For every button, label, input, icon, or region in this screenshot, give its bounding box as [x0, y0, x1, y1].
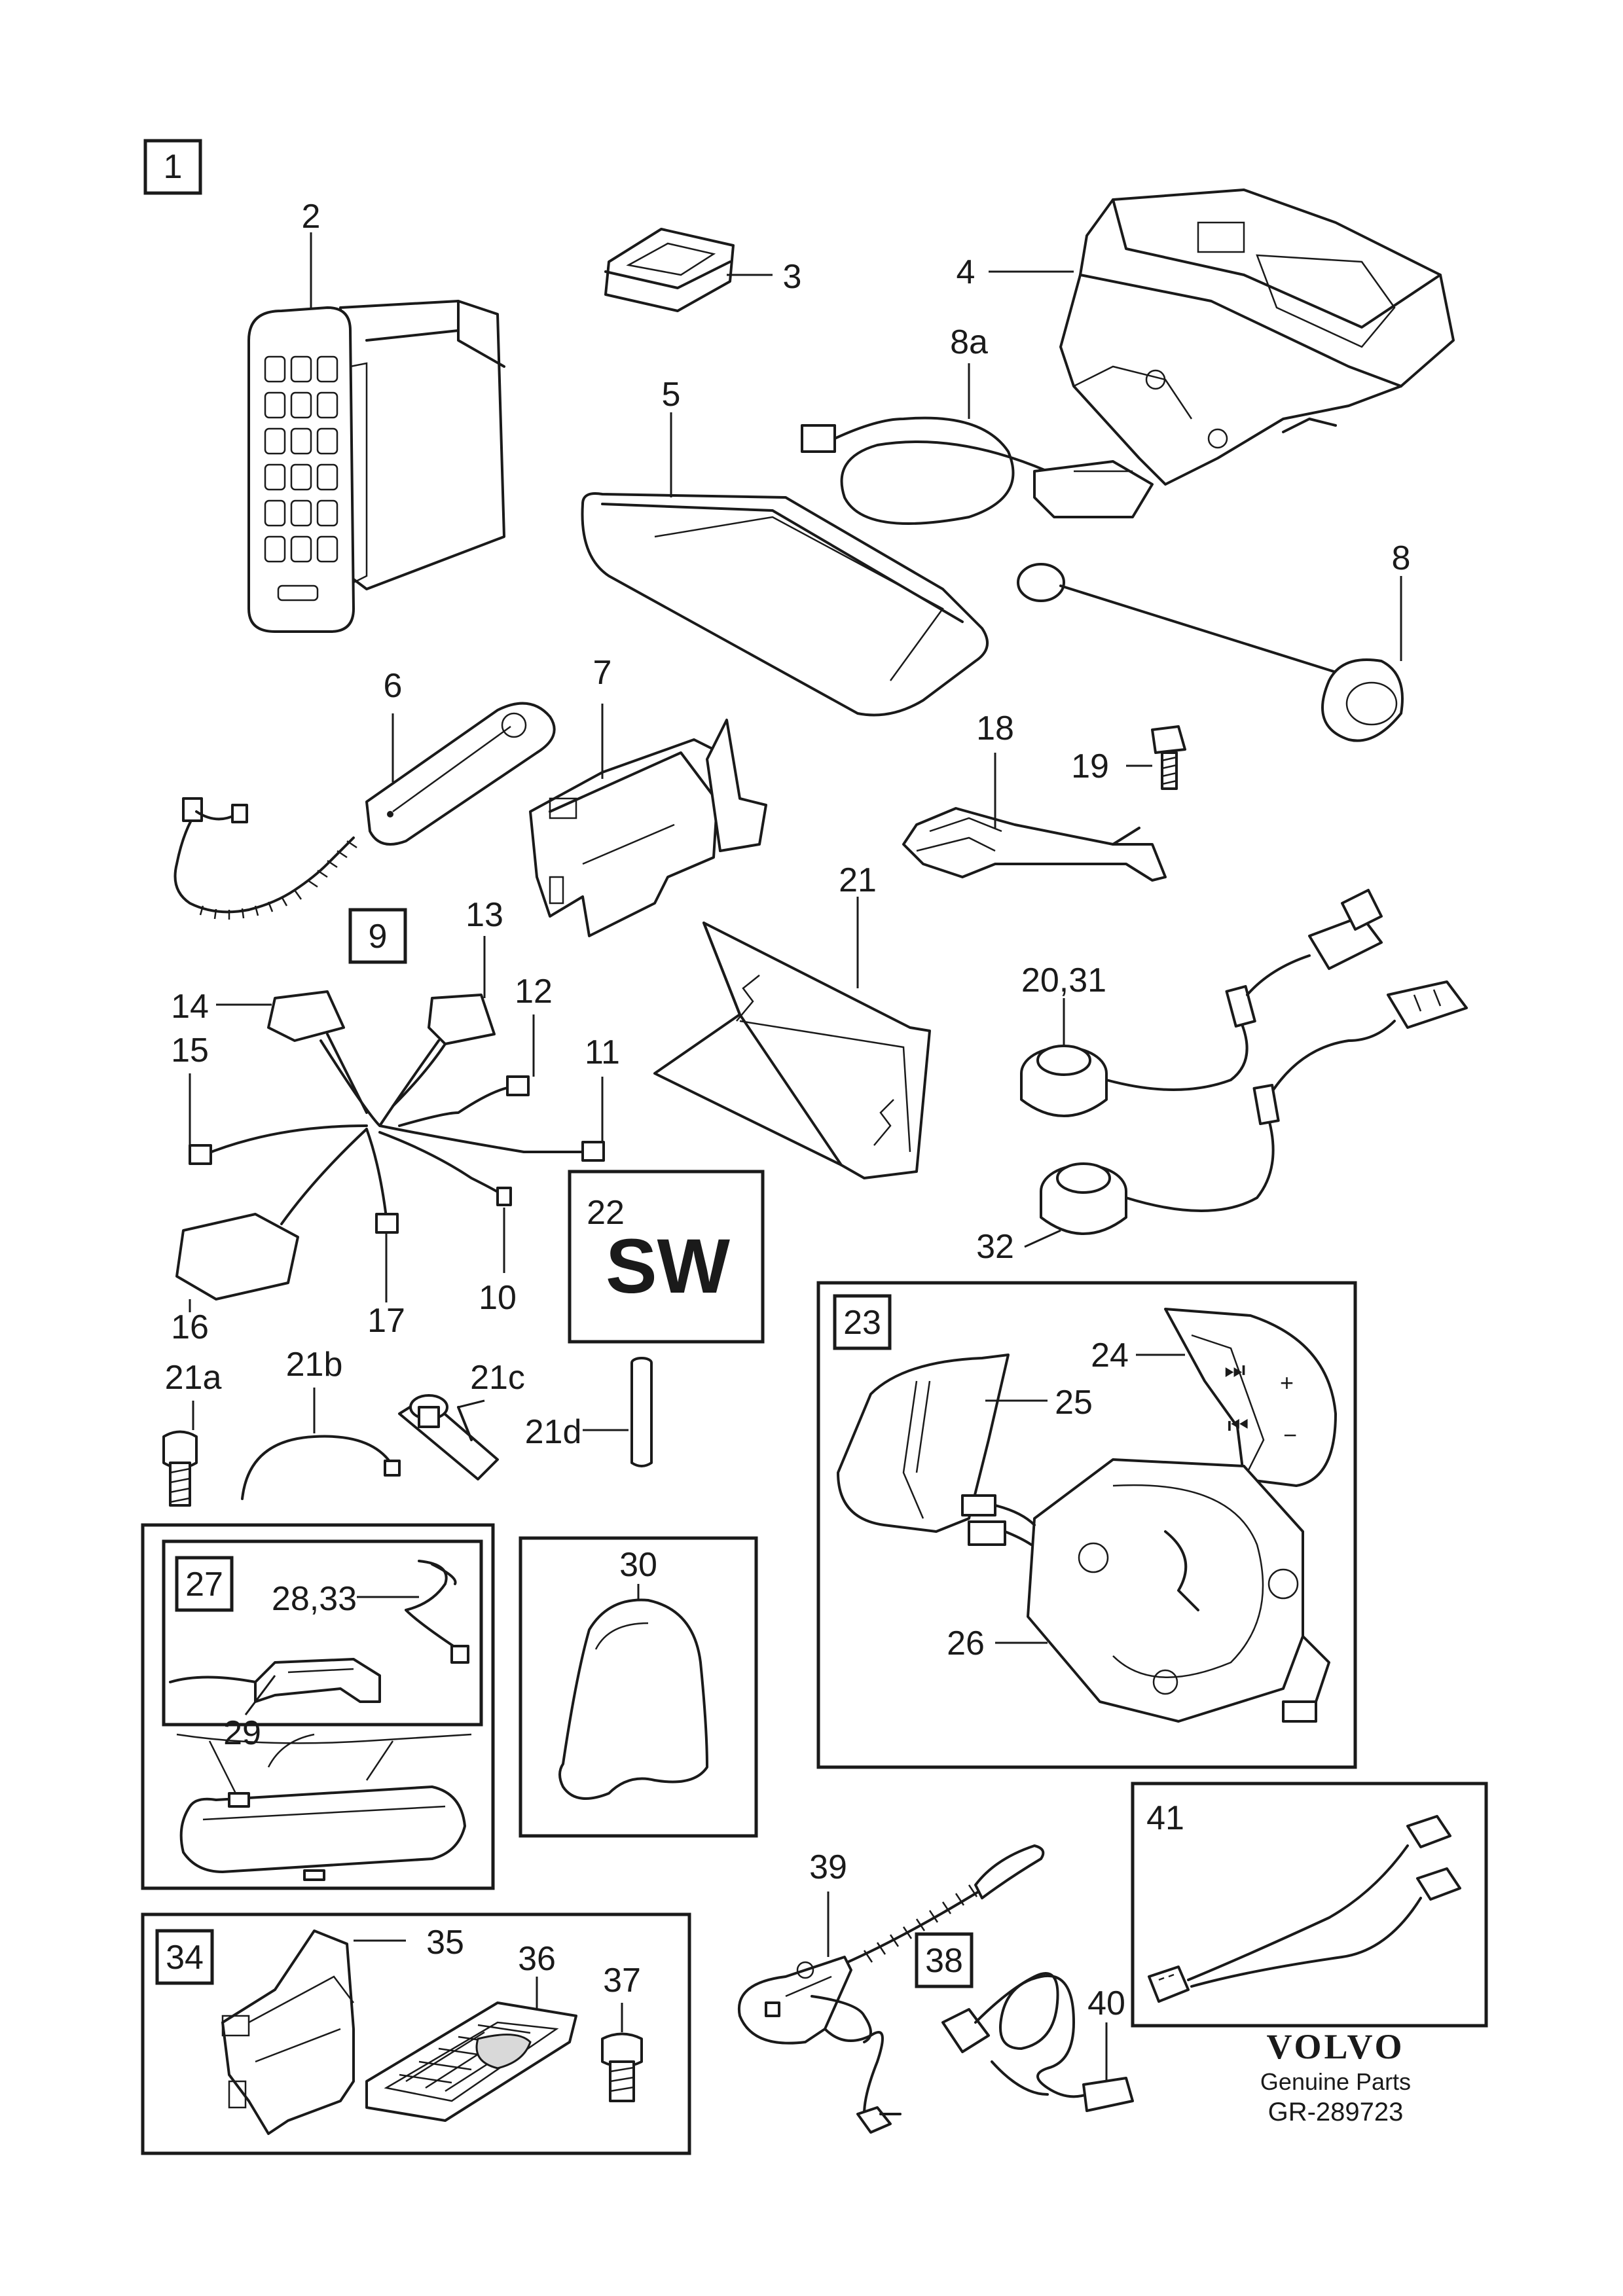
callout-3: 3: [783, 258, 802, 296]
part-7-bracket: [529, 719, 767, 937]
callout-37: 37: [603, 1962, 641, 2000]
callout-29: 29: [223, 1714, 261, 1752]
part-21-cover: [653, 922, 931, 1179]
part-21b-clip: [241, 1435, 401, 1500]
sw-badge: SW: [606, 1223, 731, 1310]
callout-30: 30: [619, 1546, 657, 1584]
part-6-handset: [173, 702, 556, 920]
part-21c-holder: [398, 1394, 499, 1480]
callout-41: 41: [1146, 1799, 1184, 1837]
callout-20-31: 20,31: [1021, 961, 1106, 999]
callout-11: 11: [585, 1033, 620, 1071]
callout-18: 18: [976, 709, 1014, 747]
callout-12: 12: [515, 973, 553, 1011]
next-track-glyph: ⏭: [1224, 1356, 1245, 1383]
part-32-speaker: [1040, 980, 1468, 1235]
callout-21b: 21b: [286, 1346, 343, 1384]
callout-17: 17: [367, 1302, 405, 1340]
cap-group-30: [519, 1536, 758, 1838]
part-20-31-speaker: [1020, 889, 1383, 1117]
callout-21a: 21a: [165, 1359, 222, 1397]
callout-15: 15: [171, 1031, 209, 1069]
callout-21c: 21c: [470, 1359, 525, 1397]
callout-box-9: 9: [348, 908, 407, 964]
part-18-wire-bracket: [902, 807, 1167, 882]
callout-39: 39: [809, 1848, 847, 1886]
part-40-cable: [941, 1972, 1134, 2112]
part-8a-cable: [801, 416, 1154, 525]
part-3-sim-tray: [604, 228, 735, 312]
part-39-antenna: [737, 1844, 1045, 2134]
callout-5: 5: [662, 376, 681, 414]
callout-25: 25: [1055, 1384, 1093, 1422]
callout-21: 21: [839, 861, 877, 899]
part-4-tray-holder: [1059, 188, 1455, 486]
callout-23: 23: [843, 1304, 881, 1342]
brand-block: VOLVO Genuine Parts GR-289723: [1260, 2027, 1411, 2126]
callout-24: 24: [1091, 1336, 1129, 1374]
callout-7: 7: [593, 654, 612, 692]
callout-26: 26: [947, 1624, 985, 1662]
callout-9: 9: [369, 918, 388, 956]
callout-27: 27: [185, 1566, 223, 1604]
harness-wiring: [175, 990, 605, 1300]
callout-8: 8: [1392, 539, 1411, 577]
prev-track-glyph: ⏮: [1228, 1412, 1249, 1439]
callout-21d: 21d: [525, 1413, 582, 1451]
callout-22: 22: [587, 1194, 625, 1232]
callout-6: 6: [384, 667, 403, 705]
callout-19: 19: [1071, 747, 1109, 785]
callout-10: 10: [479, 1279, 517, 1317]
callout-28-33: 28,33: [272, 1580, 357, 1618]
plus-glyph: +: [1280, 1369, 1294, 1396]
callout-box-38: 38: [915, 1932, 974, 1988]
brand-tagline: Genuine Parts: [1260, 2068, 1411, 2095]
callout-38: 38: [925, 1942, 963, 1980]
mirror-group-27: 27: [141, 1523, 495, 1890]
part-2-keypad-module: [247, 300, 505, 633]
callout-4: 4: [957, 253, 976, 291]
callout-8a: 8a: [950, 323, 988, 361]
adapter-cable-group-41: 41: [1131, 1782, 1488, 2028]
steering-switch-group-23: 23 ⏭ ⏮ + −: [816, 1281, 1357, 1769]
callout-16: 16: [171, 1308, 209, 1346]
minus-glyph: −: [1283, 1422, 1297, 1448]
callout-box-1: 1: [143, 139, 202, 195]
callout-1: 1: [164, 148, 183, 186]
part-21a-screw: [162, 1430, 198, 1507]
part-19-bolt: [1151, 725, 1186, 790]
callout-13: 13: [465, 896, 503, 934]
callout-34: 34: [166, 1939, 204, 1977]
callout-32: 32: [976, 1228, 1014, 1266]
reference-code: GR-289723: [1268, 2098, 1404, 2126]
callout-40: 40: [1087, 1984, 1125, 2022]
software-box-22: 22 SW: [568, 1170, 765, 1344]
callout-35: 35: [426, 1924, 464, 1962]
callout-14: 14: [171, 988, 209, 1026]
callout-2: 2: [302, 198, 321, 236]
part-8-microphone: [1017, 563, 1404, 742]
part-21d-pin: [630, 1357, 653, 1467]
part-5-storage-tray: [581, 492, 989, 717]
bracket-group-34: 34: [141, 1912, 691, 2155]
callout-36: 36: [518, 1940, 556, 1978]
volvo-logo: VOLVO: [1267, 2027, 1405, 2066]
